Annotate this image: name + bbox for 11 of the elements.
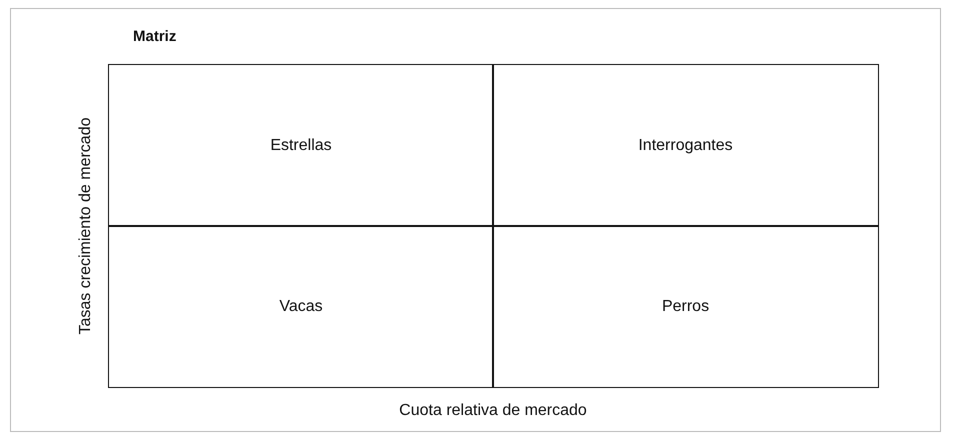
matrix-quadrant — [108, 64, 494, 227]
quadrant-label: Interrogantes — [638, 136, 733, 154]
quadrant-label: Perros — [662, 298, 710, 316]
y-axis-label: Tasas crecimiento de mercado — [77, 118, 95, 334]
quadrant-label: Estrellas — [270, 136, 332, 154]
matrix-quadrant — [492, 64, 879, 227]
x-axis-label: Cuota relativa de mercado — [399, 402, 587, 420]
diagram-title: Matriz — [133, 28, 176, 45]
matrix-quadrant — [108, 225, 494, 388]
matrix-quadrant — [492, 225, 879, 388]
quadrant-label: Vacas — [279, 298, 323, 316]
